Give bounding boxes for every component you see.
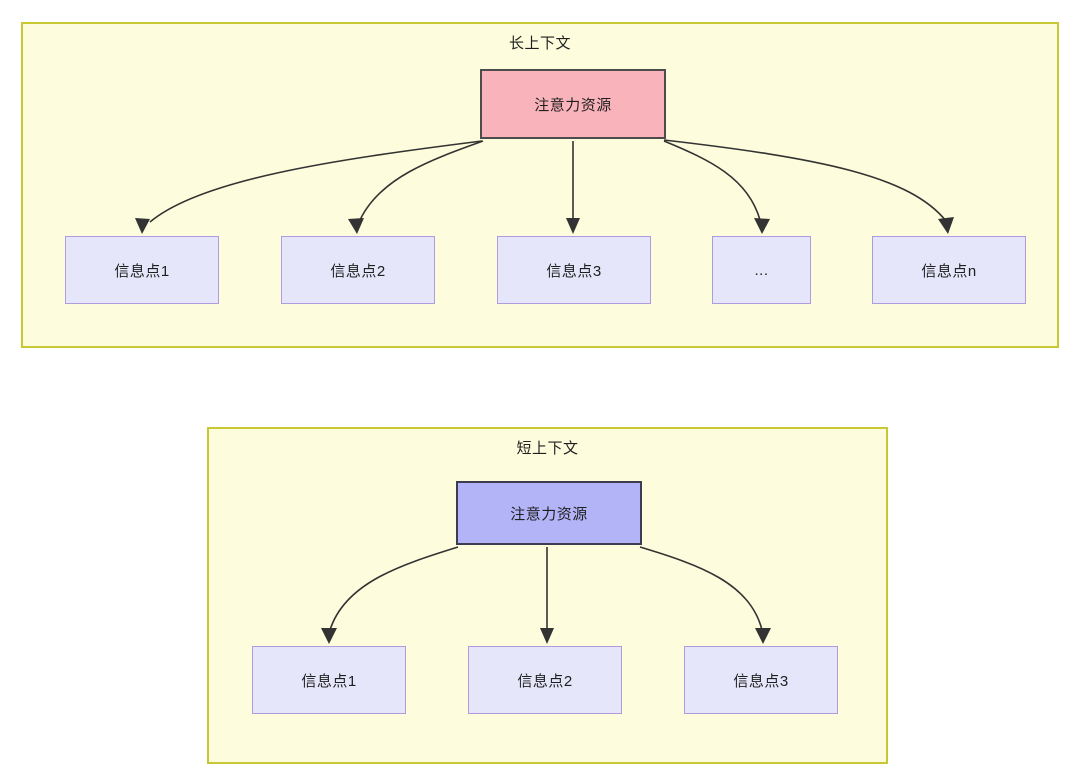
long-context-info-node-2[interactable]: 信息点2 xyxy=(281,236,435,304)
long-context-info-node-3-label: 信息点3 xyxy=(546,262,602,280)
long-context-info-node-1[interactable]: 信息点1 xyxy=(65,236,219,304)
long-context-attention-resource-label: 注意力资源 xyxy=(534,96,612,114)
long-context-info-node-1-label: 信息点1 xyxy=(114,262,170,280)
long-context-info-node-n-label: 信息点n xyxy=(921,262,977,280)
short-context-attention-resource-label: 注意力资源 xyxy=(510,505,588,523)
long-context-panel-title: 长上下文 xyxy=(508,35,571,52)
short-context-info-node-3[interactable]: 信息点3 xyxy=(684,646,838,714)
long-context-info-node-2-label: 信息点2 xyxy=(330,262,386,280)
long-context-attention-resource-node[interactable]: 注意力资源 xyxy=(480,69,666,139)
short-context-info-node-3-label: 信息点3 xyxy=(733,672,789,690)
long-context-info-node-n[interactable]: 信息点n xyxy=(872,236,1026,304)
long-context-info-node-3[interactable]: 信息点3 xyxy=(497,236,651,304)
short-context-info-node-2[interactable]: 信息点2 xyxy=(468,646,622,714)
long-context-info-node-ellipsis-label: ... xyxy=(754,261,769,279)
long-context-info-node-ellipsis[interactable]: ... xyxy=(712,236,811,304)
short-context-info-node-1-label: 信息点1 xyxy=(301,672,357,690)
short-context-panel-title: 短上下文 xyxy=(516,440,579,457)
short-context-attention-resource-node[interactable]: 注意力资源 xyxy=(456,481,642,545)
short-context-info-node-1[interactable]: 信息点1 xyxy=(252,646,406,714)
short-context-info-node-2-label: 信息点2 xyxy=(517,672,573,690)
